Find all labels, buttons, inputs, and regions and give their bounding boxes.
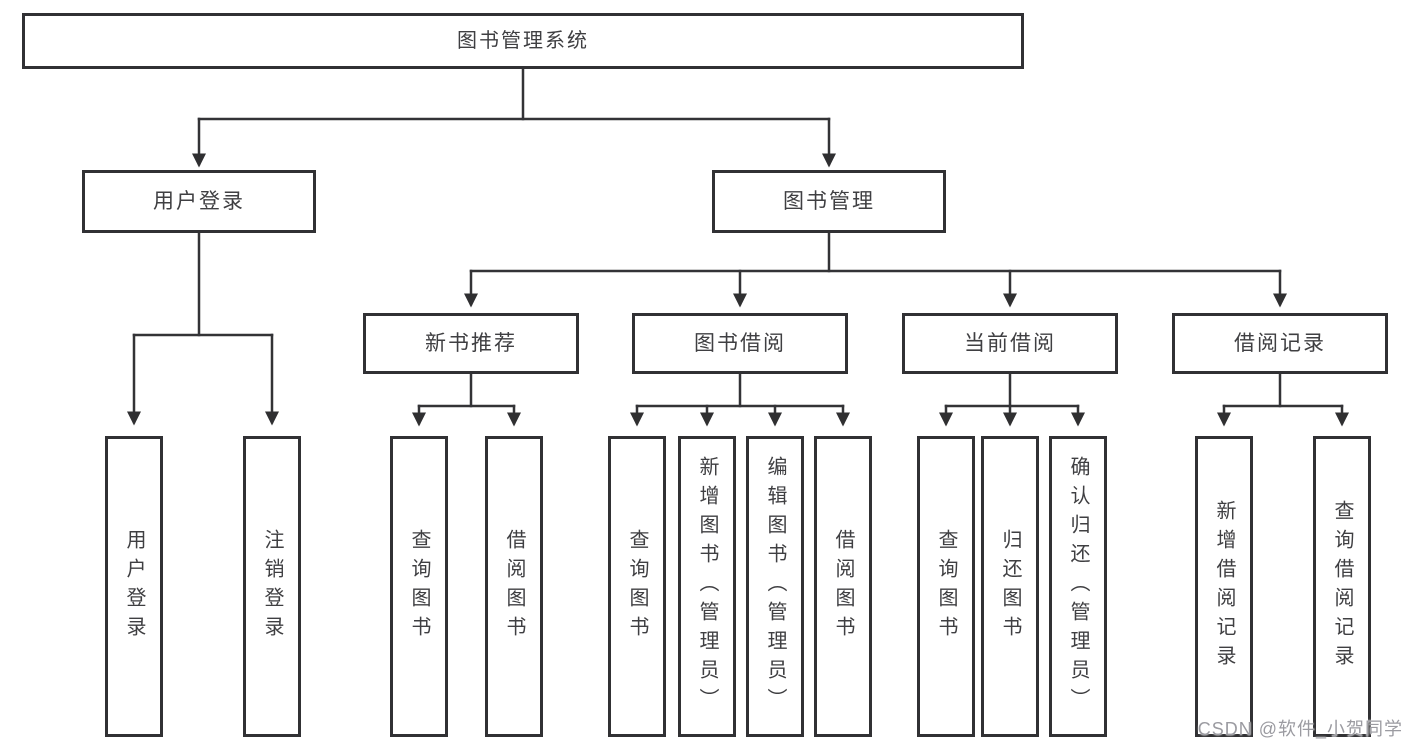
node-new-book-recommendation: 新书推荐 xyxy=(363,313,579,374)
leaf-user-login: 用户登录 xyxy=(105,436,163,737)
leaf-query-books-borrowing: 查询图书 xyxy=(608,436,666,737)
node-current-borrowing: 当前借阅 xyxy=(902,313,1118,374)
leaf-confirm-return-admin: 确认归还（管理员） xyxy=(1049,436,1107,737)
leaf-edit-books-admin: 编辑图书（管理员） xyxy=(746,436,804,737)
node-book-management: 图书管理 xyxy=(712,170,946,233)
leaf-borrow-books: 借阅图书 xyxy=(814,436,872,737)
node-borrowing-records: 借阅记录 xyxy=(1172,313,1388,374)
node-library-management-system: 图书管理系统 xyxy=(22,13,1024,69)
leaf-borrow-books-recommend: 借阅图书 xyxy=(485,436,543,737)
leaf-query-books-recommend: 查询图书 xyxy=(390,436,448,737)
node-book-borrowing: 图书借阅 xyxy=(632,313,848,374)
leaf-add-books-admin: 新增图书（管理员） xyxy=(678,436,736,737)
leaf-query-borrow-record: 查询借阅记录 xyxy=(1313,436,1371,737)
leaf-query-books-current: 查询图书 xyxy=(917,436,975,737)
node-user-login: 用户登录 xyxy=(82,170,316,233)
leaf-return-books: 归还图书 xyxy=(981,436,1039,737)
leaf-add-borrow-record: 新增借阅记录 xyxy=(1195,436,1253,737)
csdn-watermark: CSDN @软件_小贺同学 xyxy=(1197,719,1403,739)
leaf-logout: 注销登录 xyxy=(243,436,301,737)
